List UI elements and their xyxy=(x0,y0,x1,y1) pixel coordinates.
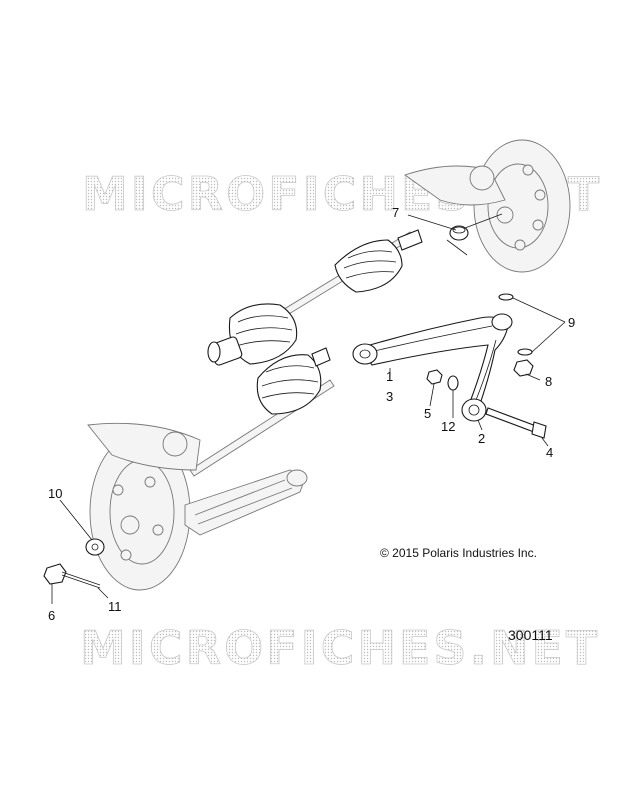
lower-brake-disc xyxy=(87,422,201,591)
callout-4: 4 xyxy=(546,445,553,460)
drive-axle-upper xyxy=(207,229,423,366)
copyright-text: © 2015 Polaris Industries Inc. xyxy=(380,546,537,560)
callout-5: 5 xyxy=(424,406,431,421)
callout-11: 11 xyxy=(108,599,122,614)
callout-2: 2 xyxy=(478,431,485,446)
callout-6: 6 xyxy=(48,608,55,623)
upper-knuckle-hub xyxy=(404,139,571,273)
upper-control-arm xyxy=(352,313,513,422)
hardware xyxy=(43,293,547,589)
callout-1: 1 xyxy=(386,369,393,384)
callout-8: 8 xyxy=(545,374,552,389)
callout-12: 12 xyxy=(441,419,455,434)
drive-axle-lower xyxy=(189,347,335,477)
callout-10: 10 xyxy=(48,486,62,501)
watermark-bottom: MICROFICHES.NET xyxy=(80,621,600,675)
callout-3: 3 xyxy=(386,389,393,404)
diagram-number: 300111 xyxy=(508,627,553,643)
callout-7: 7 xyxy=(392,205,399,220)
leader-lines xyxy=(51,213,566,604)
callout-9: 9 xyxy=(568,315,575,330)
lower-control-arm xyxy=(184,469,308,536)
